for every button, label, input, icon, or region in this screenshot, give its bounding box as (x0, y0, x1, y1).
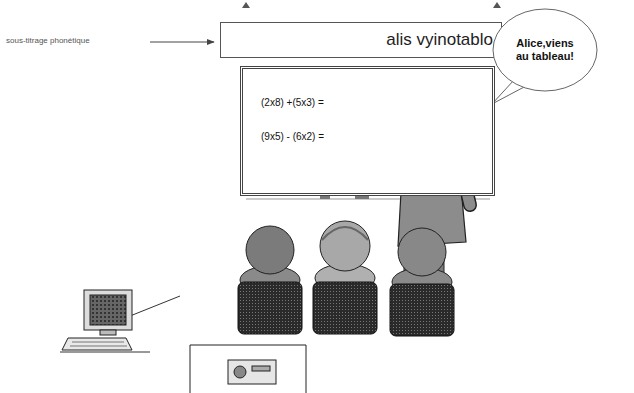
bubble-ellipse (493, 9, 597, 91)
student-head (398, 228, 446, 276)
keyboard-keys (72, 342, 124, 343)
projector-body (228, 360, 276, 384)
speech-text: Alice,viens au tableau! (512, 37, 578, 62)
equation-text: (9x5) - (6x2) = (261, 131, 324, 142)
leader-arrow (150, 42, 214, 43)
projector-stand (190, 345, 306, 393)
subtitle-box: alis vyinotablo (220, 22, 502, 58)
computer (60, 290, 180, 352)
whiteboard: (2x8) +(5x3) = (9x5) - (6x2) = (240, 66, 495, 196)
keyboard (62, 338, 132, 350)
speech-bubble: Alice,viens au tableau! (492, 8, 598, 92)
monitor-case (84, 290, 132, 330)
equation-text: (2x8) +(5x3) = (261, 97, 324, 108)
subtitle-text: alis vyinotablo (386, 30, 493, 50)
student-head (246, 226, 294, 274)
monitor-screen (90, 295, 126, 325)
chair-back (390, 284, 454, 336)
desk-edge (60, 352, 150, 353)
board-hanger (242, 2, 250, 8)
board-hanger (493, 2, 501, 8)
projector-vent (252, 366, 270, 371)
student-hair (322, 227, 368, 240)
student-head (320, 221, 370, 271)
students (238, 221, 454, 336)
projector-lens (234, 366, 246, 378)
projector (190, 345, 306, 393)
chair-back (313, 282, 377, 334)
annotation-label: sous-titrage phonétique (6, 36, 90, 45)
eraser (355, 196, 369, 199)
chalk (320, 196, 330, 199)
chair-back (238, 282, 302, 334)
monitor-base (100, 330, 116, 335)
keyboard-keys (70, 346, 127, 347)
